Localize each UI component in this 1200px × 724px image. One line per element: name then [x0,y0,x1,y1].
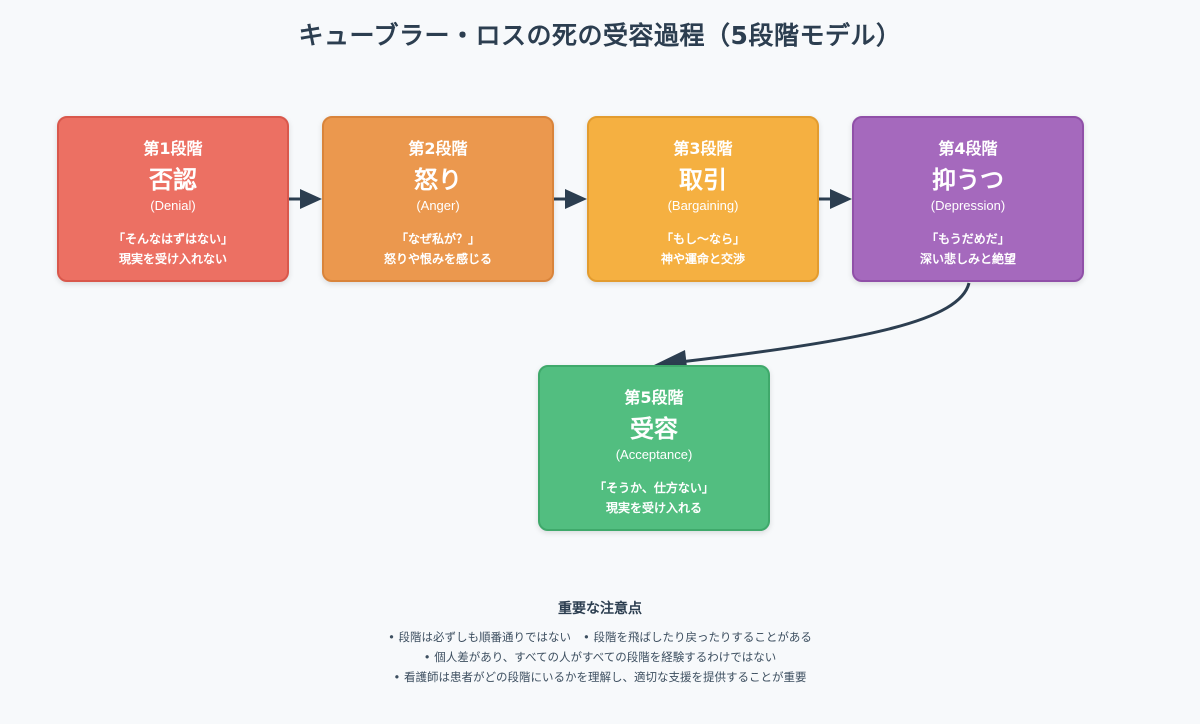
note-skip: • 段階を飛ばしたり戻ったりすることがある [583,630,812,644]
notes-title: 重要な注意点 [558,601,642,617]
arrow-4-to-5 [652,282,971,376]
stage-description: 神や運命と交渉 [660,252,745,266]
stage-quote: 「そうか、仕方ない」 [594,481,714,495]
stage-name: 受容 [630,415,678,443]
arrow-3-to-4 [819,189,852,209]
stage-english: (Acceptance) [615,447,693,462]
stage-description: 現実を受け入れる [605,501,702,515]
stage-english: (Bargaining) [667,198,739,213]
stage-quote: 「そんなはずはない」 [112,232,233,246]
note-order: • 段階は必ずしも順番通りではない [388,630,571,644]
stage-label: 第1段階 [143,139,203,158]
stage-description: 深い悲しみと絶望 [919,252,1016,266]
stage-label: 第2段階 [408,139,468,158]
stage-2-box: 第2段階 怒り (Anger) 「なぜ私が？」 怒りや恨みを感じる [322,116,554,282]
stage-quote: 「もうだめだ」 [926,232,1010,246]
stage-3-box: 第3段階 取引 (Bargaining) 「もし〜なら」 神や運命と交渉 [587,116,819,282]
stage-name: 怒り [414,166,462,194]
stage-english: (Anger) [416,198,460,213]
stage-1-box: 第1段階 否認 (Denial) 「そんなはずはない」 現実を受け入れない [57,116,289,282]
diagram-title: キューブラー・ロスの死の受容過程（5段階モデル） [298,21,902,50]
stage-label: 第5段階 [624,388,684,407]
stage-quote: 「もし〜なら」 [660,232,745,246]
notes-line-2: • 個人差があり、すべての人がすべての段階を経験するわけではない [423,650,777,664]
arrow-2-to-3 [554,189,587,209]
stage-name: 取引 [679,166,727,194]
notes-line-1: • 段階は必ずしも順番通りではない • 段階を飛ばしたり戻ったりすることがある [0,627,1200,647]
stage-english: (Depression) [930,198,1006,213]
stage-label: 第3段階 [673,139,733,158]
stage-english: (Denial) [150,198,196,213]
stage-description: 怒りや恨みを感じる [383,252,492,266]
stage-description: 現実を受け入れない [118,252,227,266]
notes-line-3: • 看護師は患者がどの段階にいるかを理解し、適切な支援を提供することが重要 [393,670,807,684]
stage-quote: 「なぜ私が？」 [395,232,480,246]
arrow-1-to-2 [289,189,322,209]
stage-name: 抑うつ [932,166,1004,194]
stage-5-box: 第5段階 受容 (Acceptance) 「そうか、仕方ない」 現実を受け入れる [538,365,770,531]
stage-4-box: 第4段階 抑うつ (Depression) 「もうだめだ」 深い悲しみと絶望 [852,116,1084,282]
stage-label: 第4段階 [938,139,998,158]
notes-section: 重要な注意点 • 段階は必ずしも順番通りではない • 段階を飛ばしたり戻ったりする… [0,598,1200,687]
stage-name: 否認 [149,166,197,194]
